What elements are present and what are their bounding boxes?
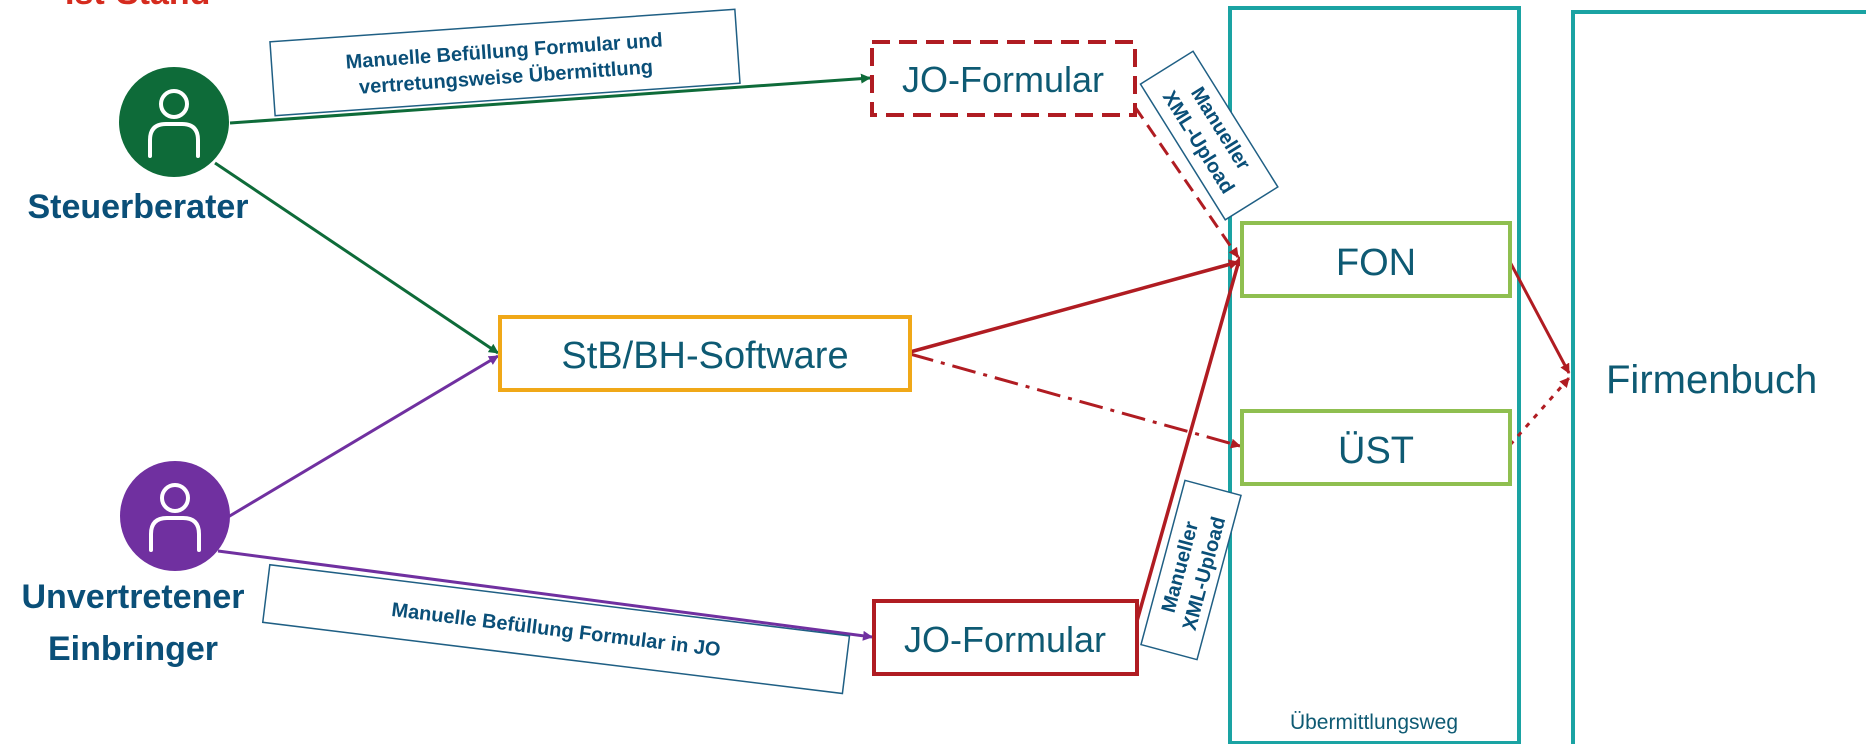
jo-formular-top-label: JO-Formular	[902, 59, 1104, 100]
software-label: StB/BH-Software	[561, 335, 848, 377]
fon-label: FON	[1336, 242, 1416, 284]
arrow-einbringer-to-jo-bottom	[217, 549, 873, 641]
person-icon	[148, 89, 200, 158]
jo-formular-bottom-box	[872, 599, 1139, 676]
jo-formular-bottom-label: JO-Formular	[904, 619, 1106, 660]
arrow-software-to-ust	[909, 352, 1241, 449]
annotation-top: Manuelle Befüllung Formular und vertretu…	[269, 8, 741, 117]
steuerberater-label: Steuerberater	[27, 188, 248, 226]
channel-caption: Übermittlungsweg	[1290, 711, 1458, 734]
arrow-software-to-fon	[909, 259, 1239, 354]
arrow-fon-to-firmenbuch	[1508, 261, 1571, 374]
page-title: Ist-Stand	[65, 0, 210, 12]
arrow-jo-bottom-to-fon	[1133, 256, 1243, 629]
einbringer-label-line2: Einbringer	[48, 630, 218, 668]
annotation-upload-bottom: Manueller XML-Upload	[1140, 479, 1242, 661]
steuerberater-avatar	[119, 67, 229, 177]
annotation-bottom: Manuelle Befüllung Formular in JO	[261, 563, 851, 695]
arrow-jo-top-to-fon	[1133, 106, 1240, 258]
arrow-einbringer-to-software	[227, 354, 499, 519]
ust-label: ÜST	[1338, 430, 1414, 472]
fon-box	[1240, 221, 1512, 298]
einbringer-label-line1: Unvertretener	[22, 578, 245, 616]
software-box	[498, 315, 912, 392]
ust-box	[1240, 409, 1512, 486]
arrow-ust-to-firmenbuch	[1508, 377, 1571, 446]
person-icon	[149, 483, 201, 552]
arrow-stb-to-software	[214, 161, 499, 355]
channel-frame	[1228, 6, 1521, 745]
annotation-upload-top: Manueller XML-Upload	[1139, 50, 1279, 221]
einbringer-avatar	[120, 461, 230, 571]
arrow-stb-to-jo-top	[229, 73, 871, 125]
firmenbuch-label: Firmenbuch	[1606, 358, 1817, 402]
jo-formular-top-box	[870, 40, 1137, 117]
